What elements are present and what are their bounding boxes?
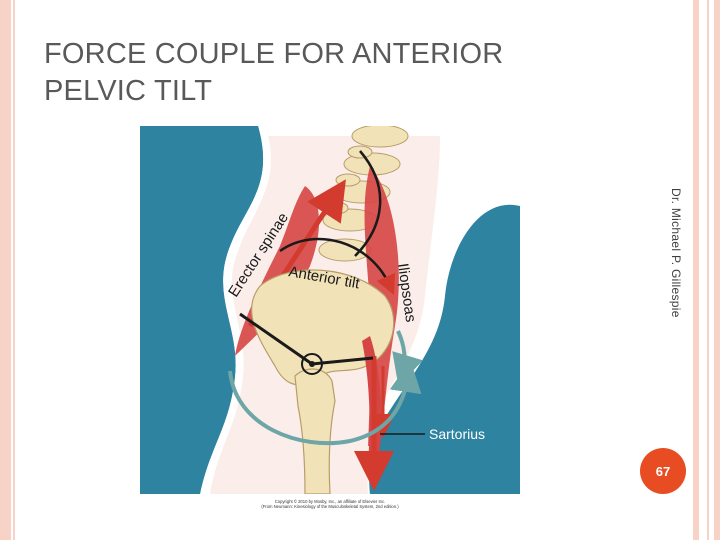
- label-sartorius: Sartorius: [429, 426, 485, 442]
- author-credit: Dr. Michael P. Gillespie: [669, 188, 683, 318]
- slide-left-border: [0, 0, 15, 540]
- figure-copyright: Copyright © 2010 by Mosby, Inc., an affi…: [140, 499, 520, 509]
- slide-title: FORCE COUPLE FOR ANTERIOR PELVIC TILT: [44, 36, 564, 110]
- page-number-badge: 67: [640, 448, 686, 494]
- pelvis-figure: Erector spinae Anterior tilt Iliopsoas S…: [140, 126, 520, 494]
- slide-right-border: [687, 0, 720, 540]
